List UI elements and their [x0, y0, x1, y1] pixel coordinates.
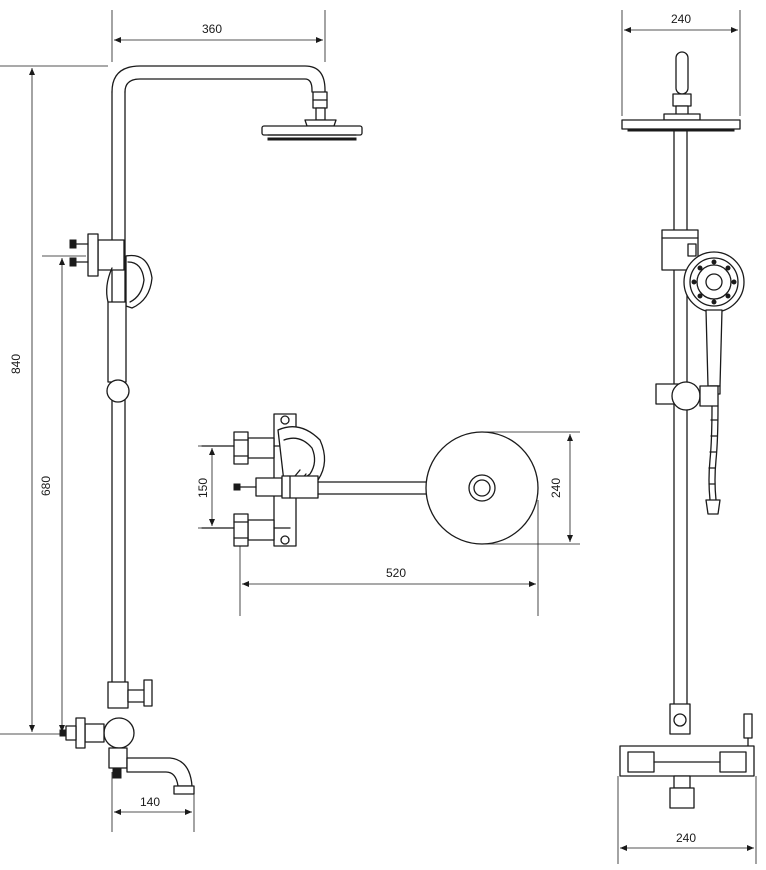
dim-front-width: 360: [202, 22, 222, 36]
front-rain-head: [261, 125, 363, 141]
side-rain-head: [621, 119, 741, 132]
side-spout: [669, 775, 695, 809]
dim-front-height-holder: 680: [39, 476, 53, 496]
front-bath-spout: [126, 757, 195, 795]
dim-side-head-width: 240: [671, 12, 691, 26]
dim-side-base-width: 240: [676, 831, 696, 845]
side-slide-holder: [655, 381, 719, 411]
dim-top-head-diameter: 240: [549, 478, 563, 498]
side-mixer-bar: [619, 745, 755, 777]
top-valve-upper: [201, 431, 291, 465]
front-wall-bracket: [69, 233, 125, 277]
front-hand-shower: [106, 254, 153, 383]
side-arm-connector: [663, 51, 701, 121]
dim-front-height-total: 840: [9, 354, 23, 374]
side-hand-shower: [683, 251, 745, 395]
side-hose: [705, 405, 721, 515]
dim-top-arm-length: 520: [386, 566, 406, 580]
front-shower-arm: [111, 65, 326, 93]
top-dimensions: 150 520 240: [196, 431, 580, 616]
side-view: [619, 51, 755, 809]
front-dimensions: 360 840 680 140: [0, 10, 326, 832]
front-mixer-body: [59, 717, 135, 779]
dim-front-spout: 140: [140, 795, 160, 809]
top-valve-lower: [201, 513, 291, 547]
side-diverter: [669, 703, 753, 747]
top-view: [201, 413, 539, 547]
top-rain-head: [425, 431, 539, 545]
side-dimensions: 240 240: [617, 10, 757, 864]
front-diverter: [107, 679, 153, 709]
front-arm-connector: [304, 91, 337, 127]
front-view: [59, 65, 363, 795]
dim-top-spacing: 150: [196, 478, 210, 498]
front-slide-holder: [106, 379, 130, 403]
side-riser-pipe: [673, 130, 688, 705]
